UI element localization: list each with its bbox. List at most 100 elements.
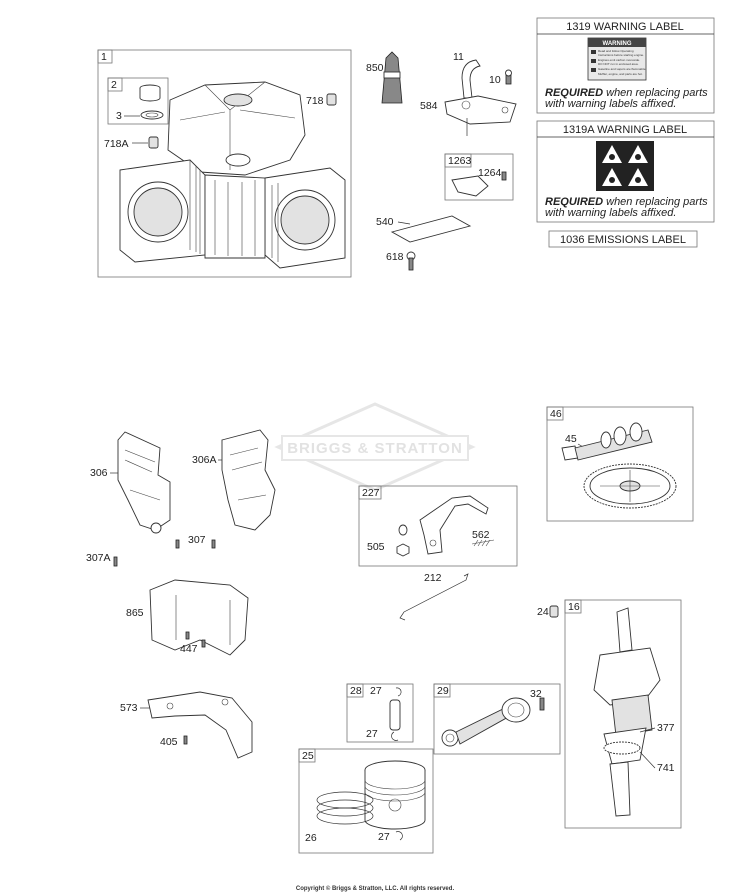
group-28-piston-pin: 28 27 27 bbox=[346, 683, 414, 743]
part-865-baffle: 865 447 bbox=[126, 579, 249, 656]
callout-27a: 27 bbox=[370, 685, 382, 697]
callout-850: 850 bbox=[366, 62, 384, 74]
decal-heading: WARNING bbox=[603, 41, 632, 47]
callout-27b: 27 bbox=[366, 728, 378, 740]
group-16-crankshaft: 24 16 377 741 bbox=[537, 599, 682, 829]
callout-25: 25 bbox=[302, 750, 314, 762]
callout-307: 307 bbox=[188, 534, 206, 546]
part-breather-assembly: 11 10 584 bbox=[420, 51, 517, 136]
warning-1319a-frame bbox=[536, 120, 715, 223]
group-cylinder-block: 1 2 3 718A 718 bbox=[97, 49, 352, 278]
callout-box-25 bbox=[298, 748, 316, 763]
callout-11: 11 bbox=[453, 51, 464, 63]
group-16-frame bbox=[564, 599, 682, 829]
decal-line-1: Read and follow Operating bbox=[598, 49, 634, 53]
required-text-2b: with warning labels affixed. bbox=[545, 207, 676, 219]
callout-box-1263 bbox=[444, 153, 472, 168]
group-28-frame bbox=[346, 683, 414, 743]
callout-45: 45 bbox=[565, 433, 577, 445]
group-227-frame bbox=[358, 485, 518, 567]
callout-618: 618 bbox=[386, 251, 404, 263]
callout-box-227 bbox=[358, 485, 382, 500]
callout-505: 505 bbox=[367, 541, 385, 553]
part-306a-shroud: 306A bbox=[192, 429, 276, 549]
group-25-piston: 25 26 27 bbox=[298, 748, 434, 854]
svg-text:REQUIRED when replacing parts: REQUIRED when replacing parts bbox=[545, 87, 708, 99]
emissions-title: 1036 EMISSIONS LABEL bbox=[560, 234, 686, 246]
callout-box-1 bbox=[97, 49, 113, 64]
watermark-text: BRIGGS & STRATTON bbox=[287, 440, 463, 457]
callout-box-16 bbox=[564, 599, 582, 614]
required-text-2: when replacing parts bbox=[603, 196, 708, 208]
decal-line-2: Instructions before starting engine. bbox=[598, 53, 644, 57]
callout-10: 10 bbox=[489, 74, 501, 86]
warning-1319-title: 1319 WARNING LABEL bbox=[566, 21, 684, 33]
callout-1263: 1263 bbox=[448, 155, 472, 167]
cylinder-block-drawing bbox=[119, 81, 346, 269]
callout-405: 405 bbox=[160, 736, 178, 748]
callout-32: 32 bbox=[530, 688, 542, 700]
emissions-frame bbox=[548, 230, 698, 248]
callout-741: 741 bbox=[657, 762, 675, 774]
callout-718a: 718A bbox=[104, 138, 129, 150]
callout-29: 29 bbox=[437, 685, 449, 697]
callout-447: 447 bbox=[180, 643, 198, 655]
part-540-gasket: 540 618 bbox=[376, 215, 472, 271]
group-1263: 1263 1264 bbox=[444, 153, 514, 201]
callout-3: 3 bbox=[116, 110, 122, 122]
warning-label-1319a: 1319A WARNING LABEL REQUIRED when replac… bbox=[536, 120, 715, 223]
callout-1: 1 bbox=[101, 51, 107, 63]
group-1-frame bbox=[97, 49, 352, 278]
callout-28: 28 bbox=[350, 685, 362, 697]
group-2-frame bbox=[107, 77, 169, 125]
callout-307a: 307A bbox=[86, 552, 111, 564]
callout-box-29 bbox=[433, 683, 451, 698]
emissions-label-1036: 1036 EMISSIONS LABEL bbox=[548, 230, 698, 248]
part-573-shield: 573 405 bbox=[120, 691, 253, 759]
callout-377: 377 bbox=[657, 722, 675, 734]
decal-line-4: DO NOT run in enclosed area. bbox=[598, 62, 639, 66]
warning-label-1319: 1319 WARNING LABEL WARNING Read and foll… bbox=[536, 17, 715, 114]
watermark-logo: BRIGGS & STRATTON bbox=[274, 402, 476, 492]
callout-540: 540 bbox=[376, 216, 394, 228]
callout-306: 306 bbox=[90, 467, 108, 479]
callout-865: 865 bbox=[126, 607, 144, 619]
callout-box-46 bbox=[546, 406, 564, 421]
copyright-text: Copyright © Briggs & Stratton, LLC. All … bbox=[296, 885, 455, 892]
group-29-frame bbox=[433, 683, 561, 755]
required-text-1: when replacing parts bbox=[603, 87, 708, 99]
callout-26: 26 bbox=[305, 832, 317, 844]
callout-box-2 bbox=[107, 77, 123, 92]
required-text-1b: with warning labels affixed. bbox=[545, 98, 676, 110]
group-29-connecting-rod: 29 32 bbox=[433, 683, 561, 755]
callout-box-28 bbox=[346, 683, 364, 698]
callout-306a: 306A bbox=[192, 454, 217, 466]
callout-227: 227 bbox=[362, 487, 380, 499]
callout-1264: 1264 bbox=[478, 167, 502, 179]
callout-16: 16 bbox=[568, 601, 580, 613]
callout-212: 212 bbox=[424, 572, 442, 584]
callout-46: 46 bbox=[550, 408, 562, 420]
callout-27c: 27 bbox=[378, 831, 390, 843]
part-212-link: 212 bbox=[399, 572, 469, 621]
warning-1319-frame bbox=[536, 17, 715, 114]
required-bold-2: REQUIRED bbox=[545, 196, 603, 208]
group-227: 227 505 562 bbox=[358, 485, 518, 567]
decal-line-3: Engines emit carbon monoxide. bbox=[598, 58, 640, 62]
part-850-sealant: 850 bbox=[366, 51, 403, 104]
callout-573: 573 bbox=[120, 702, 138, 714]
required-bold-1: REQUIRED bbox=[545, 87, 603, 99]
callout-718: 718 bbox=[306, 95, 324, 107]
group-1263-frame bbox=[444, 153, 514, 201]
callout-2: 2 bbox=[111, 79, 117, 91]
warning-1319a-title: 1319A WARNING LABEL bbox=[563, 124, 687, 136]
group-46-frame bbox=[546, 406, 694, 522]
group-46-camshaft: 46 45 bbox=[546, 406, 694, 522]
decal-line-6: Muffler, engine, and parts are hot. bbox=[598, 72, 643, 76]
callout-584: 584 bbox=[420, 100, 438, 112]
part-306-shroud: 306 307 307A bbox=[86, 431, 206, 567]
group-25-frame bbox=[298, 748, 434, 854]
callout-24: 24 bbox=[537, 606, 549, 618]
decal-line-5: Gasoline and vapors are flammable. bbox=[598, 67, 646, 71]
